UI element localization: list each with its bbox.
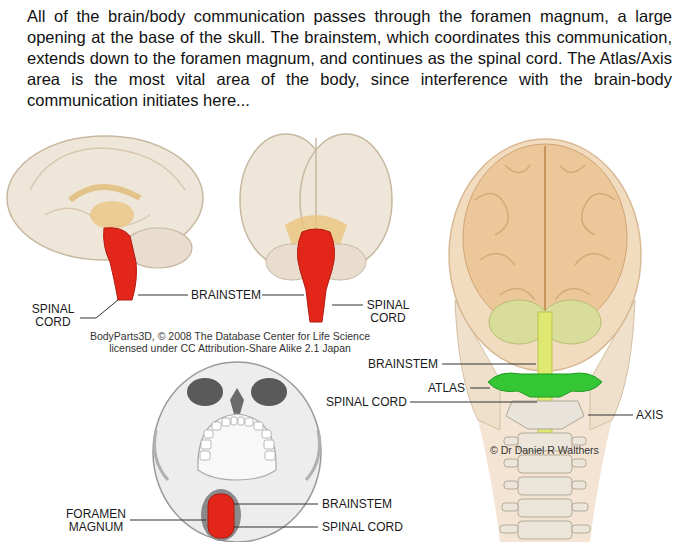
part-label: BRAINSTEM [368, 358, 438, 371]
part-label: SPINAL CORD [322, 521, 403, 534]
head-posterior-view [449, 139, 641, 542]
part-label: FORAMEN MAGNUM [64, 508, 128, 534]
skull-inferior-view [153, 362, 321, 542]
leader-lines [410, 364, 633, 415]
credit-text: BodyParts3D, © 2008 The Database Center … [70, 330, 390, 354]
leader-lines [130, 504, 318, 527]
part-label: BRAINSTEM [191, 289, 261, 302]
part-label: SPINAL CORD [365, 299, 411, 325]
part-label: BRAINSTEM [322, 498, 392, 511]
part-label: AXIS [636, 409, 663, 422]
watermark: © Dr Daniel R Walthers [490, 444, 599, 456]
part-label: SPINAL CORD [326, 396, 407, 409]
heading-text: All of the brain/body communication pass… [27, 6, 672, 111]
part-label: SPINAL CORD [28, 303, 78, 329]
brain-front-view [240, 134, 392, 322]
brain-side-view [7, 136, 203, 300]
part-label: ATLAS [428, 382, 465, 395]
